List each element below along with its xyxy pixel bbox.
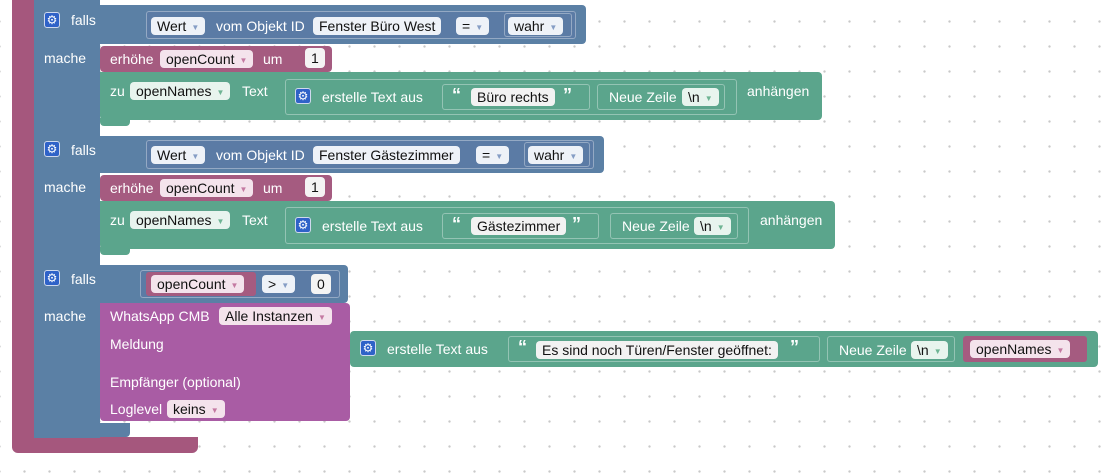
value-dropdown[interactable]: Wert▼ — [151, 146, 206, 164]
gear-icon[interactable]: ⚙ — [360, 340, 376, 356]
whatsapp-label: WhatsApp CMB — [110, 308, 210, 324]
loglevel-dropdown[interactable]: keins▼ — [167, 400, 225, 418]
var-dropdown[interactable]: openCount▼ — [160, 179, 254, 197]
loglevel-label: Loglevel — [110, 401, 163, 417]
to-label: zu — [110, 83, 125, 99]
newline-dropdown[interactable]: \n▼ — [694, 217, 731, 235]
if-block-stack-bar[interactable] — [34, 0, 100, 438]
of-object-label: vom Objekt ID — [216, 147, 305, 163]
newline-label: Neue Zeile — [622, 218, 690, 234]
create-text-label: erstelle Text aus — [387, 341, 488, 357]
target-var-dropdown[interactable]: openNames▼ — [130, 211, 231, 229]
append-label: anhängen — [747, 83, 810, 99]
text-label: Text — [242, 83, 268, 99]
recipient-label: Empfänger (optional) — [110, 374, 241, 390]
do-label: mache — [44, 50, 87, 66]
instance-dropdown[interactable]: Alle Instanzen▼ — [219, 307, 332, 325]
by-label: um — [263, 51, 283, 67]
if-label: falls — [71, 142, 96, 158]
number-field[interactable]: 1 — [305, 177, 325, 197]
newline-label: Neue Zeile — [839, 342, 907, 358]
var-dropdown[interactable]: openCount▼ — [160, 50, 254, 68]
gear-icon[interactable]: ⚙ — [44, 141, 60, 157]
gear-icon[interactable]: ⚙ — [295, 88, 311, 104]
do-label: mache — [44, 179, 87, 195]
if-label: falls — [71, 12, 96, 28]
value-dropdown[interactable]: Wert▼ — [151, 17, 206, 35]
to-label: zu — [110, 212, 125, 228]
compare-op-dropdown[interactable]: =▼ — [476, 146, 510, 164]
close-quote-icon: ” — [790, 337, 799, 357]
if-label: falls — [71, 271, 96, 287]
of-object-label: vom Objekt ID — [216, 18, 305, 34]
bool-dropdown[interactable]: wahr▼ — [508, 17, 564, 35]
append-label: anhängen — [760, 212, 823, 228]
gear-icon[interactable]: ⚙ — [295, 217, 311, 233]
number-field[interactable]: 0 — [311, 274, 331, 294]
var-dropdown[interactable]: openNames▼ — [970, 340, 1071, 358]
append-block-1-tab — [100, 118, 130, 126]
object-id-field[interactable]: Fenster Büro West — [313, 17, 442, 35]
append-block-2-tab — [100, 247, 130, 255]
create-text-label: erstelle Text aus — [322, 89, 423, 105]
if-block-stack-foot[interactable] — [34, 423, 130, 437]
increase-label: erhöhe — [110, 180, 154, 196]
create-text-label: erstelle Text aus — [322, 218, 423, 234]
compare-op-dropdown[interactable]: =▼ — [456, 17, 490, 35]
open-quote-icon: “ — [452, 214, 461, 234]
bool-dropdown[interactable]: wahr▼ — [528, 146, 584, 164]
gear-icon[interactable]: ⚙ — [44, 12, 60, 28]
newline-label: Neue Zeile — [609, 89, 677, 105]
object-id-field[interactable]: Fenster Gästezimmer — [313, 146, 460, 164]
text-literal-field[interactable]: Gästezimmer — [471, 217, 567, 235]
var-dropdown[interactable]: openCount▼ — [151, 275, 245, 293]
text-literal-field[interactable]: Büro rechts — [471, 88, 555, 106]
by-label: um — [263, 180, 283, 196]
increase-label: erhöhe — [110, 51, 154, 67]
do-label: mache — [44, 308, 87, 324]
open-quote-icon: “ — [452, 85, 461, 105]
text-label: Text — [242, 212, 268, 228]
compare-op-dropdown[interactable]: >▼ — [262, 275, 296, 293]
close-quote-icon: ” — [563, 85, 572, 105]
newline-dropdown[interactable]: \n▼ — [911, 341, 948, 359]
outer-block-left-bar[interactable] — [12, 0, 36, 445]
target-var-dropdown[interactable]: openNames▼ — [130, 82, 231, 100]
close-quote-icon: ” — [572, 214, 581, 234]
text-literal-field[interactable]: Es sind noch Türen/Fenster geöffnet: — [536, 341, 778, 359]
newline-dropdown[interactable]: \n▼ — [682, 88, 719, 106]
number-field[interactable]: 1 — [305, 48, 325, 68]
outer-block-bottom[interactable] — [12, 437, 198, 453]
gear-icon[interactable]: ⚙ — [44, 270, 60, 286]
message-label: Meldung — [110, 336, 164, 352]
open-quote-icon: “ — [518, 337, 527, 357]
